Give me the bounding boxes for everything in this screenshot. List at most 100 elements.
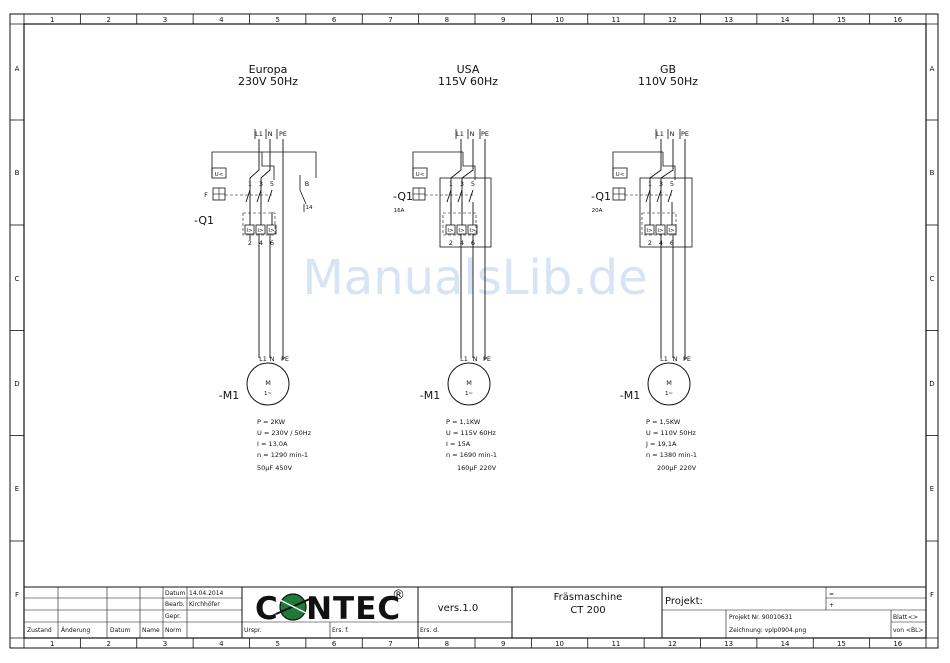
- pole-number: 2: [648, 239, 652, 247]
- pole-number: 3: [659, 180, 663, 188]
- motor-symbol: [647, 362, 691, 406]
- terminal-label: N: [470, 130, 475, 138]
- replaced-by-label: Ers. d.: [420, 627, 439, 634]
- column-marker: 13: [724, 16, 733, 24]
- motor-letter: M: [666, 379, 672, 387]
- spec-line: 200µF 220V: [657, 464, 697, 472]
- trip-label: I>: [257, 228, 264, 234]
- motor-terminal: N: [673, 355, 678, 363]
- terminal-label: PE: [681, 130, 689, 138]
- pole-number: 4: [460, 239, 464, 247]
- row-marker: D: [929, 380, 934, 388]
- column-marker: 10: [555, 640, 564, 648]
- sheet-value: <>: [908, 614, 918, 621]
- logo-text: CONTEC: [255, 591, 401, 627]
- machine-model: CT 200: [570, 605, 605, 616]
- date-label: Datum: [165, 590, 185, 597]
- contec-logo: CONTEC ®: [255, 588, 405, 627]
- trip-label: I>: [657, 228, 664, 234]
- watermark-text: ManualsLib.de: [302, 250, 647, 306]
- revision-header: Datum: [110, 627, 130, 634]
- aux-label: F: [204, 191, 208, 199]
- terminal-label: PE: [481, 130, 489, 138]
- breaker-label: -Q1: [194, 214, 214, 227]
- column-marker: 8: [445, 16, 449, 24]
- row-marker: B: [15, 169, 20, 177]
- motor-terminal: N: [473, 355, 478, 363]
- spec-line: I = 13,0A: [257, 440, 288, 448]
- circuit-rating: 110V 50Hz: [638, 75, 698, 88]
- row-marker: C: [15, 275, 20, 283]
- aux-contact-label: B: [305, 180, 309, 188]
- spec-line: I = 15A: [446, 440, 471, 448]
- pole-number: 5: [471, 180, 475, 188]
- trip-label: I>: [246, 228, 253, 234]
- column-marker: 7: [388, 16, 392, 24]
- spec-line: P = 2KW: [257, 418, 286, 426]
- trip-label: I>: [447, 228, 454, 234]
- motor-terminal: PE: [483, 355, 491, 363]
- terminal-label: L1: [255, 130, 263, 138]
- aux-contact-label: 14: [306, 205, 313, 211]
- terminal-label: L1: [456, 130, 464, 138]
- spec-line: P = 1,1KW: [446, 418, 481, 426]
- column-marker: 7: [388, 640, 392, 648]
- column-marker: 6: [332, 640, 337, 648]
- motor-terminal: PE: [683, 355, 691, 363]
- circuit-rating: 230V 50Hz: [238, 75, 298, 88]
- outer-frame: [9, 13, 939, 649]
- circuit-title: GB: [660, 63, 676, 76]
- column-marker: 3: [163, 16, 167, 24]
- sheet-label: Blatt: [893, 614, 908, 621]
- breaker-label: -Q1: [591, 190, 611, 203]
- terminal-label: PE: [279, 130, 287, 138]
- column-marker: 6: [332, 16, 337, 24]
- column-marker: 1: [50, 16, 54, 24]
- pole-number: 6: [270, 239, 274, 247]
- breaker-current: 20A: [592, 208, 603, 214]
- pole-number: 5: [670, 180, 674, 188]
- svg-text:U<: U<: [416, 172, 425, 178]
- column-marker: 12: [668, 16, 677, 24]
- column-marker: 10: [555, 16, 564, 24]
- project-number: Projekt Nr. 90010631: [729, 614, 793, 621]
- column-marker: 2: [106, 16, 110, 24]
- motor-label: -M1: [219, 389, 239, 402]
- pole-number: 4: [259, 239, 263, 247]
- circuit-title: USA: [457, 63, 480, 76]
- breaker-label: -Q1: [393, 190, 413, 203]
- spec-line: U = 110V 50Hz: [646, 429, 696, 437]
- spec-line: 50µF 450V: [257, 464, 293, 472]
- trip-label: I>: [268, 228, 275, 234]
- row-marker: E: [15, 485, 19, 493]
- revision-header: Änderung: [61, 627, 90, 634]
- terminal-label: N: [670, 130, 675, 138]
- column-marker: 15: [837, 16, 846, 24]
- column-marker: 5: [275, 16, 279, 24]
- trip-label: I>: [646, 228, 653, 234]
- pole-number: 1: [648, 180, 652, 188]
- revision-header: Zustand: [27, 627, 52, 634]
- column-marker: 13: [724, 640, 733, 648]
- row-marker: B: [930, 169, 935, 177]
- circuit-rating: 115V 60Hz: [438, 75, 498, 88]
- motor-phase: 1~: [465, 391, 473, 397]
- origin-label: Urspr.: [244, 627, 262, 634]
- circuit-europe: Europa 230V 50Hz L1 N PE U< 1 3 5 F: [194, 63, 317, 472]
- motor-terminal: L1: [259, 355, 267, 363]
- circuit-gb: GB 110V 50Hz L1 N PE U< 1 3 5 -Q1 20A I>: [591, 63, 698, 472]
- drawn-label: Bearb.: [165, 601, 185, 608]
- motor-letter: M: [466, 379, 472, 387]
- plus-mark: +: [829, 602, 834, 609]
- replaces-label: Ers. f.: [332, 627, 349, 634]
- trip-label: I>: [668, 228, 675, 234]
- spec-line: J = 19,1A: [645, 440, 677, 448]
- date-value: 14.04.2014: [189, 590, 224, 597]
- motor-label: -M1: [420, 389, 440, 402]
- svg-text:U<: U<: [215, 172, 224, 178]
- column-marker: 3: [163, 640, 167, 648]
- breaker-current: 16A: [394, 208, 405, 214]
- spec-line: n = 1380 min-1: [646, 451, 697, 459]
